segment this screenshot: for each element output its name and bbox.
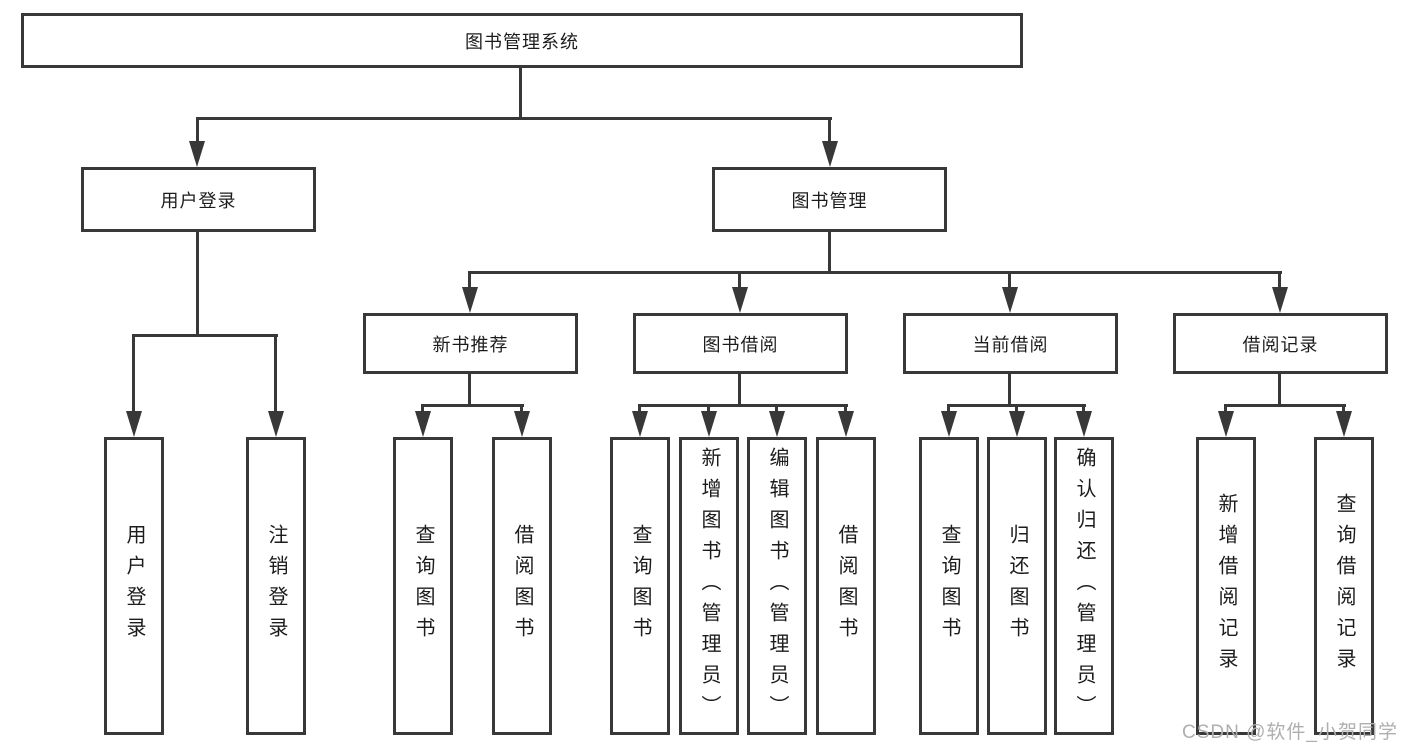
- node-label: 图书管理: [791, 190, 868, 211]
- connector-arrow-stem: [775, 404, 778, 415]
- leaf-recommend-query-books: 查询图书: [393, 437, 453, 735]
- connector-arrow-stem: [520, 404, 523, 415]
- connector-book-mgmt-rail: [468, 271, 1282, 274]
- arrow-down-icon: [1218, 411, 1234, 437]
- connector-arrow-stem: [738, 271, 741, 293]
- node-book-borrowing: 图书借阅: [633, 313, 848, 374]
- leaf-add-books-admin: 新增图书（管理员）: [679, 437, 739, 735]
- arrow-down-icon: [732, 287, 748, 313]
- arrow-down-icon: [189, 141, 205, 167]
- arrow-down-icon: [1076, 411, 1092, 437]
- arrow-down-icon: [769, 411, 785, 437]
- arrow-down-icon: [1336, 411, 1352, 437]
- node-borrowing-records: 借阅记录: [1173, 313, 1388, 374]
- arrow-down-icon: [701, 411, 717, 437]
- arrow-down-icon: [632, 411, 648, 437]
- connector-arrow-stem: [828, 117, 831, 144]
- leaf-label: 注销登录: [265, 524, 287, 648]
- leaf-logout: 注销登录: [246, 437, 306, 735]
- leaf-label: 确认归还（管理员）: [1073, 446, 1095, 726]
- arrow-down-icon: [126, 411, 142, 437]
- leaf-label: 借阅图书: [835, 524, 857, 648]
- arrow-down-icon: [822, 141, 838, 167]
- arrow-down-icon: [1272, 287, 1288, 313]
- leaf-user-login: 用户登录: [104, 437, 164, 735]
- leaf-confirm-return-admin: 确认归还（管理员）: [1054, 437, 1114, 735]
- connector-book-mgmt-stem: [828, 232, 831, 274]
- connector-arrow-stem: [844, 404, 847, 415]
- connector-arrow-stem: [1278, 271, 1281, 293]
- connector-arrow-stem: [707, 404, 710, 415]
- connector-arrow-stem: [1008, 271, 1011, 293]
- arrow-down-icon: [514, 411, 530, 437]
- node-label: 用户登录: [160, 190, 237, 211]
- leaf-recommend-borrow-books: 借阅图书: [492, 437, 552, 735]
- node-label: 借阅记录: [1242, 334, 1319, 355]
- leaf-label: 查询图书: [412, 524, 434, 648]
- leaf-label: 查询图书: [629, 524, 651, 648]
- connector-records-stem: [1278, 374, 1281, 407]
- leaf-label: 查询图书: [938, 524, 960, 648]
- leaf-label: 归还图书: [1006, 524, 1028, 648]
- leaf-return-books: 归还图书: [987, 437, 1047, 735]
- node-new-book-recommendation: 新书推荐: [363, 313, 578, 374]
- leaf-label: 用户登录: [123, 524, 145, 648]
- connector-root-stem: [519, 68, 522, 120]
- connector-recommend-stem: [468, 374, 471, 407]
- connector-arrow-stem: [421, 404, 424, 415]
- connector-arrow-stem: [1224, 404, 1227, 415]
- connector-current-stem: [1008, 374, 1011, 407]
- leaf-label: 编辑图书（管理员）: [766, 446, 788, 726]
- connector-root-rail: [196, 117, 832, 120]
- csdn-watermark: CSDN @软件_小贺同学: [1182, 722, 1398, 743]
- arrow-down-icon: [268, 411, 284, 437]
- leaf-label: 新增图书（管理员）: [698, 446, 720, 726]
- leaf-borrowing-query-books: 查询图书: [610, 437, 670, 735]
- node-label: 图书管理系统: [465, 31, 579, 52]
- connector-recommend-rail: [421, 404, 524, 407]
- connector-borrowing-rail: [638, 404, 848, 407]
- connector-arrow-stem: [132, 334, 135, 413]
- leaf-label: 借阅图书: [511, 524, 533, 648]
- node-current-borrowing: 当前借阅: [903, 313, 1118, 374]
- connector-user-login-rail: [132, 334, 278, 337]
- connector-arrow-stem: [947, 404, 950, 415]
- node-book-management: 图书管理: [712, 167, 947, 232]
- connector-arrow-stem: [468, 271, 471, 293]
- node-user-login: 用户登录: [81, 167, 316, 232]
- node-library-management-system: 图书管理系统: [21, 13, 1023, 68]
- leaf-query-borrow-record: 查询借阅记录: [1314, 437, 1374, 735]
- node-label: 新书推荐: [432, 334, 509, 355]
- arrow-down-icon: [1002, 287, 1018, 313]
- node-label: 图书借阅: [702, 334, 779, 355]
- connector-borrowing-stem: [738, 374, 741, 407]
- arrow-down-icon: [1009, 411, 1025, 437]
- connector-arrow-stem: [638, 404, 641, 415]
- connector-arrow-stem: [274, 334, 277, 413]
- connector-user-login-stem: [196, 232, 199, 336]
- arrow-down-icon: [838, 411, 854, 437]
- leaf-borrowing-borrow-books: 借阅图书: [816, 437, 876, 735]
- connector-arrow-stem: [1342, 404, 1345, 415]
- leaf-current-query-books: 查询图书: [919, 437, 979, 735]
- leaf-edit-books-admin: 编辑图书（管理员）: [747, 437, 807, 735]
- leaf-label: 新增借阅记录: [1215, 493, 1237, 679]
- connector-arrow-stem: [1015, 404, 1018, 415]
- arrow-down-icon: [941, 411, 957, 437]
- connector-records-rail: [1224, 404, 1346, 407]
- leaf-add-borrow-record: 新增借阅记录: [1196, 437, 1256, 735]
- arrow-down-icon: [415, 411, 431, 437]
- node-label: 当前借阅: [972, 334, 1049, 355]
- connector-arrow-stem: [1082, 404, 1085, 415]
- arrow-down-icon: [462, 287, 478, 313]
- leaf-label: 查询借阅记录: [1333, 493, 1355, 679]
- connector-arrow-stem: [196, 117, 199, 144]
